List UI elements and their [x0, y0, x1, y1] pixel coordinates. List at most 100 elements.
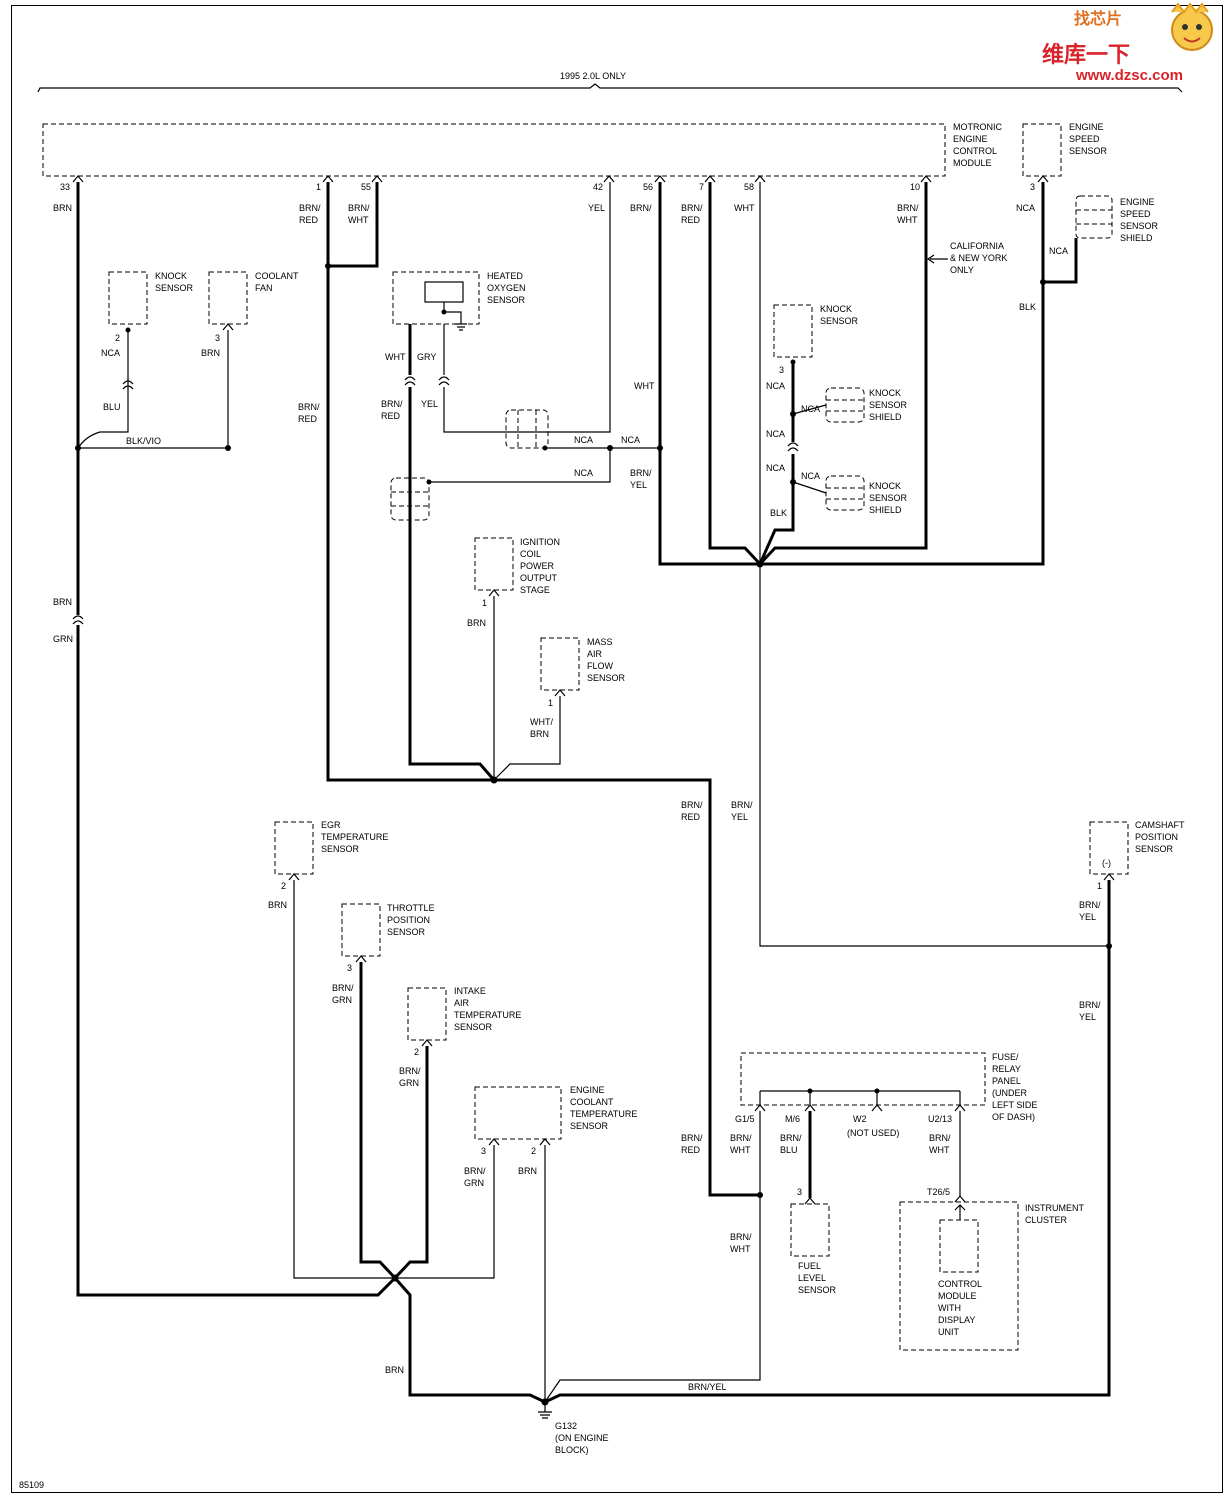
wire-label-m6: BRN/BLU	[780, 1133, 802, 1155]
camshaft-minus: (-)	[1102, 858, 1111, 868]
pin-knock2-3: 3	[779, 365, 784, 375]
wire-label-55: BRN/WHT	[348, 203, 370, 225]
wire-tps	[359, 962, 397, 1280]
wire-label-coil: BRN	[467, 618, 486, 628]
pin-1: 1	[316, 182, 321, 192]
wire-label-k2-blk: BLK	[770, 508, 787, 518]
wires	[72, 182, 1112, 1406]
wire-gnd-brn	[393, 1277, 546, 1404]
pin-m6: M/6	[785, 1114, 800, 1124]
connector-fan	[222, 323, 234, 331]
connector-55	[371, 175, 383, 183]
pin-maf-1: 1	[548, 698, 553, 708]
inline-connector	[438, 376, 450, 386]
wire-label-shield: NCA	[1049, 246, 1068, 256]
wire-label-o2-wht: WHT	[385, 352, 406, 362]
connector-egr	[288, 873, 300, 881]
wire-label-1: BRN/RED	[299, 203, 321, 225]
wire-label-g15: BRN/WHT	[730, 1133, 752, 1155]
splice	[874, 1088, 880, 1094]
connector-t26	[954, 1195, 966, 1203]
connector-fuel	[804, 1197, 816, 1205]
ignition-coil-box	[474, 537, 514, 591]
control-module-box	[939, 1219, 979, 1273]
pin-t26: T26/5	[927, 1187, 950, 1197]
wire-cmp	[544, 880, 1111, 1404]
wire-label-iat: BRN/GRN	[399, 1066, 421, 1088]
wire-label-k2-nca4: NCA	[766, 463, 785, 473]
pin-56: 56	[643, 182, 653, 192]
wire-shield2-nca	[429, 448, 611, 483]
connector-ect-3	[488, 1138, 500, 1146]
splice	[225, 445, 231, 451]
wire-label-o2-yel: YEL	[421, 399, 438, 409]
connector-maf	[554, 689, 566, 697]
ecm-box	[42, 123, 946, 177]
wire-label-o2-brnred: BRN/RED	[381, 399, 403, 421]
wire-7	[708, 182, 762, 566]
connector-1	[322, 175, 334, 183]
knock-sensor-1-box	[108, 271, 148, 325]
wire-knock-shield-2	[792, 481, 827, 494]
wire-knock-shield-1	[792, 404, 827, 415]
pin-egr-2: 2	[281, 881, 286, 891]
california-arrow	[926, 254, 948, 264]
banner-label: 1995 2.0L ONLY	[560, 71, 626, 81]
splice	[325, 263, 331, 269]
connector-m6	[804, 1104, 816, 1112]
pin-fan-3: 3	[215, 333, 220, 343]
wire-label-ess-blk: BLK	[1019, 302, 1036, 312]
splice	[1040, 279, 1046, 285]
wire-label-ess: NCA	[1016, 203, 1035, 213]
wire-label-mid-brnred: BRN/RED	[681, 800, 703, 822]
wire-label-k2-nca5: NCA	[801, 471, 820, 481]
wire-label-42: YEL	[588, 203, 605, 213]
wire-label-maf: WHT/BRN	[530, 717, 553, 739]
wire-maf	[493, 696, 561, 781]
splice	[657, 445, 663, 451]
connector-w2	[871, 1104, 883, 1112]
wire-label-tps: BRN/GRN	[332, 983, 354, 1005]
wire-label-ect-2: BRN	[518, 1166, 537, 1176]
connector-10	[920, 175, 932, 183]
splice	[790, 411, 796, 417]
pin-knock1-2: 2	[115, 333, 120, 343]
engine-speed-sensor-box	[1022, 123, 1062, 177]
wire-label-cmp: BRN/YEL	[1079, 900, 1101, 922]
fuel-level-box	[790, 1203, 830, 1257]
wire-label-u213: BRN/WHT	[929, 1133, 951, 1155]
watermark-top: 找芯片	[1074, 9, 1122, 28]
ground-icon	[443, 302, 467, 331]
iat-box	[407, 987, 447, 1041]
pin-w2: W2	[853, 1114, 867, 1124]
wire-o2-gry	[443, 182, 611, 433]
splice	[790, 479, 796, 485]
wire-label-left-grn: GRN	[53, 634, 73, 644]
splice	[490, 776, 498, 784]
wire-label-cmp-2: BRN/YEL	[1079, 1000, 1101, 1022]
wire-label-blkvio: BLK/VIO	[126, 436, 161, 446]
pin-g15: G1/5	[735, 1114, 755, 1124]
ect-box	[474, 1086, 562, 1140]
wire-ect-3	[395, 1145, 495, 1279]
knock-shield-1-box	[825, 387, 865, 423]
wire-ess-shield	[1043, 238, 1078, 284]
inline-connector	[72, 615, 84, 625]
pin-iat-2: 2	[414, 1047, 419, 1057]
wire-label-lower-brnred: BRN/RED	[681, 1133, 703, 1155]
egr-sensor-box	[274, 821, 314, 875]
wire-label-lower-brnwht: BRN/WHT	[730, 1232, 752, 1254]
